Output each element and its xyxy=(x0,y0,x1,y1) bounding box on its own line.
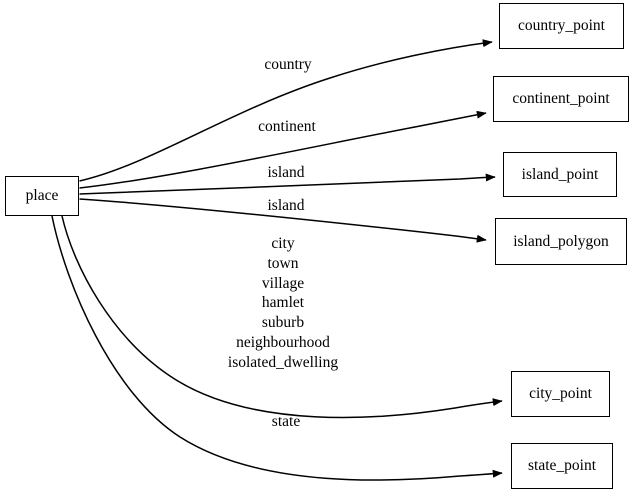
edge-label-line-town: town xyxy=(267,254,299,272)
edge-place-continent_point xyxy=(79,110,487,189)
edge-label-island-polygon: island xyxy=(267,197,305,214)
edge-label-line-isolated_dwelling: isolated_dwelling xyxy=(227,353,339,371)
edge-label-city-group: city town village hamlet suburb neighbou… xyxy=(228,234,338,373)
edge-place-island_polygon xyxy=(79,198,487,243)
node-place[interactable]: place xyxy=(5,176,79,216)
node-island_polygon[interactable]: island_polygon xyxy=(495,218,627,265)
edge-place-island_point xyxy=(79,173,496,195)
node-country_point[interactable]: country_point xyxy=(499,3,624,49)
edge-label-island-point: island xyxy=(267,164,305,181)
node-island_point-label: island_point xyxy=(521,165,599,183)
edge-label-line-suburb: suburb xyxy=(261,314,305,332)
edge-label-line-neighbourhood: neighbourhood xyxy=(236,333,330,351)
node-city_point-label: city_point xyxy=(529,385,592,403)
node-state_point-label: state_point xyxy=(527,457,597,475)
node-place-label: place xyxy=(25,187,59,205)
node-continent_point-label: continent_point xyxy=(512,90,610,108)
edge-label-state: state xyxy=(271,413,301,430)
edge-label-country: country xyxy=(264,56,312,73)
node-country_point-label: country_point xyxy=(518,17,605,35)
edge-place-country_point xyxy=(79,39,493,182)
edge-label-line-hamlet: hamlet xyxy=(261,294,305,312)
node-island_point[interactable]: island_point xyxy=(503,152,617,197)
node-state_point[interactable]: state_point xyxy=(511,443,613,489)
edge-place-city_point xyxy=(61,215,503,419)
edge-label-continent: continent xyxy=(258,118,316,135)
edge-place-state_point xyxy=(51,215,503,481)
edge-label-line-village: village xyxy=(261,274,305,292)
node-island_polygon-label: island_polygon xyxy=(513,232,609,250)
node-continent_point[interactable]: continent_point xyxy=(493,76,629,122)
node-city_point[interactable]: city_point xyxy=(511,371,610,417)
edge-label-line-city: city xyxy=(271,235,295,252)
